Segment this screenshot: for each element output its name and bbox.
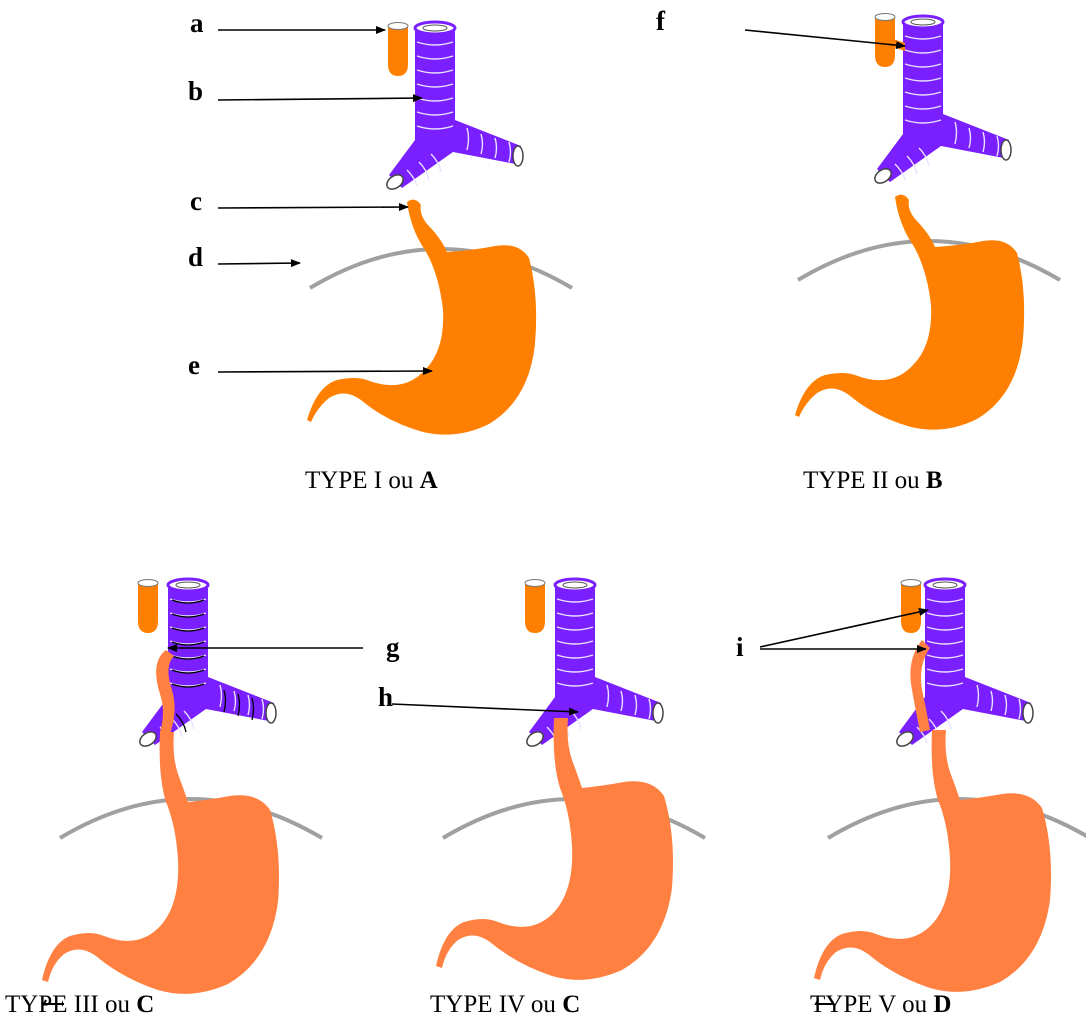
caption-type-5: TYPE V ou D: [810, 991, 951, 1018]
caption-type-3: TYPE III ou C: [5, 991, 154, 1018]
caption-type-1: TYPE I ou A: [305, 467, 438, 494]
pointer-arrows: [168, 30, 928, 712]
label-d: d: [188, 242, 203, 272]
label-i: i: [736, 632, 744, 662]
label-h: h: [378, 682, 393, 712]
type-5-figure: [814, 579, 1086, 1004]
label-c: c: [190, 186, 202, 216]
label-a: a: [190, 8, 204, 38]
type-1-figure: [307, 22, 572, 435]
type-2-figure: [795, 14, 1060, 430]
label-f: f: [656, 6, 666, 36]
caption-type-4: TYPE IV ou C: [430, 991, 580, 1018]
caption-type-2: TYPE II ou B: [803, 467, 943, 494]
label-b: b: [188, 76, 203, 106]
label-g: g: [386, 632, 400, 662]
type-3-figure: [42, 579, 322, 1004]
type-4-figure: [436, 579, 705, 980]
label-e: e: [188, 350, 200, 380]
